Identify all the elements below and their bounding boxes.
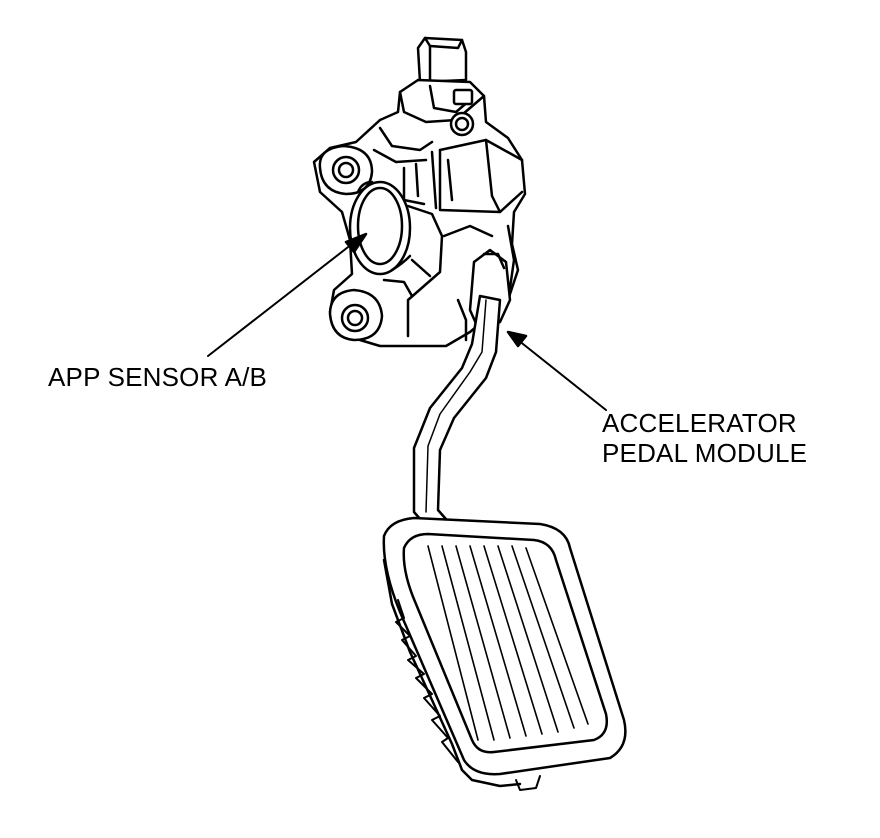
leader-app-sensor	[207, 232, 368, 357]
pedal-module-label-line2: PEDAL MODULE	[602, 438, 808, 468]
leader-pedal-module	[506, 330, 607, 411]
pedal-module-label-line1: ACCELERATOR	[602, 408, 797, 438]
app-sensor-label: APP SENSOR A/B	[48, 362, 268, 392]
arrowhead-pedal-module	[506, 330, 528, 348]
app-sensor-housing	[348, 180, 412, 276]
pedal-grip-ribs	[427, 545, 589, 741]
pedal-pad	[382, 516, 627, 791]
arrowhead-app-sensor	[344, 232, 368, 254]
pedal-module-label: ACCELERATOR PEDAL MODULE	[602, 408, 807, 468]
